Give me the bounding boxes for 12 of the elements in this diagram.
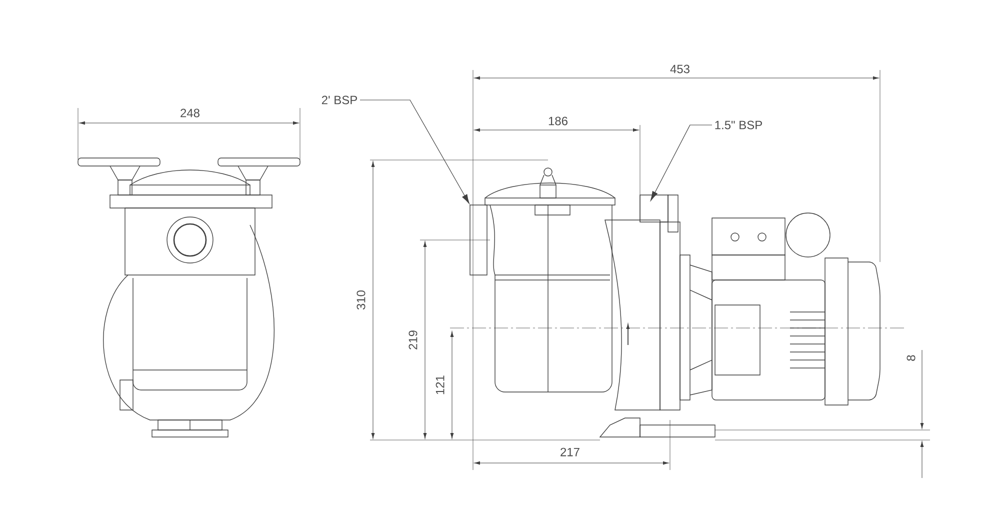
leader-line (650, 124, 712, 201)
leader-line (360, 100, 470, 204)
dimension-text: 248 (180, 108, 200, 118)
callout-text: 2' BSP (322, 96, 357, 104)
dimension-text: 453 (670, 64, 690, 74)
callout-text: 1.5" BSP (715, 120, 762, 130)
dimension-text: 8 (906, 355, 916, 361)
dimension-text: 310 (356, 290, 366, 310)
dimension-text: 217 (560, 448, 580, 456)
dimension-text: 121 (436, 376, 444, 394)
dimension-text: 186 (548, 116, 568, 126)
dimension-text: 219 (408, 330, 418, 350)
